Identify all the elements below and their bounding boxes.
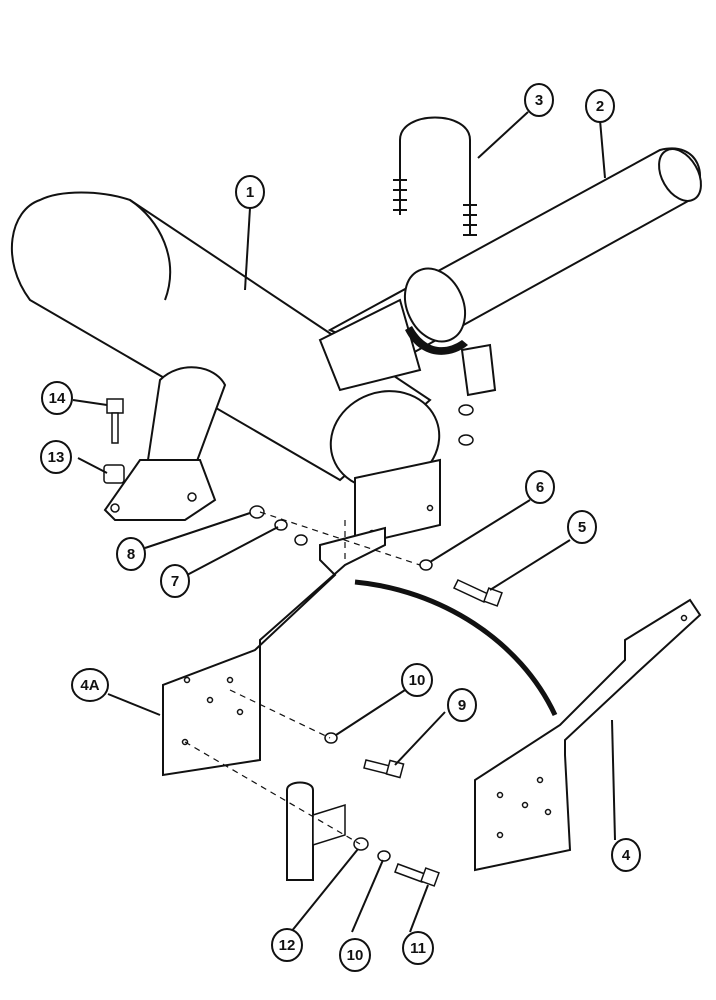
svg-text:7: 7: [171, 573, 179, 590]
elbow-pipe: [103, 366, 227, 521]
callout-1: 1: [235, 175, 265, 209]
bracket-4: [474, 598, 702, 872]
callout-8: 8: [116, 537, 146, 571]
svg-text:10: 10: [347, 947, 364, 964]
svg-text:8: 8: [127, 546, 135, 563]
svg-text:9: 9: [458, 697, 466, 714]
callout-2: 2: [585, 89, 615, 123]
svg-text:14: 14: [49, 390, 66, 407]
leader-lines: [72, 111, 616, 933]
capscrew-14: [106, 398, 124, 444]
u-bolt: [393, 116, 477, 236]
rotation-arrow: [354, 579, 558, 717]
clamp-nuts: [458, 404, 474, 446]
support-post: [286, 781, 346, 881]
muffler-mount-plate: [354, 458, 441, 547]
svg-text:5: 5: [578, 519, 586, 536]
fasteners-10-11-12: [353, 837, 440, 887]
svg-text:3: 3: [535, 92, 543, 109]
exhaust-pipe: [318, 147, 702, 392]
bracket-4a: [162, 526, 386, 777]
callout-13: 13: [40, 440, 72, 474]
callout-6: 6: [525, 470, 555, 504]
callout-3: 3: [524, 83, 554, 117]
svg-text:6: 6: [536, 479, 544, 496]
callout-5: 5: [567, 510, 597, 544]
callout-4a: 4A: [71, 668, 109, 702]
nut-13: [103, 464, 125, 484]
alignment-lines: [184, 511, 421, 845]
callout-10-upper: 10: [401, 663, 433, 697]
fasteners-5-6: [419, 559, 503, 607]
svg-text:2: 2: [596, 98, 604, 115]
svg-text:4A: 4A: [80, 677, 99, 694]
muffler: [10, 191, 441, 490]
callout-10-lower: 10: [339, 938, 371, 972]
callout-11: 11: [402, 931, 434, 965]
svg-text:12: 12: [279, 937, 296, 954]
svg-text:10: 10: [409, 672, 426, 689]
fasteners-9-10: [324, 732, 405, 779]
callout-7: 7: [160, 564, 190, 598]
svg-text:4: 4: [622, 847, 631, 864]
fasteners-7-8: [249, 505, 308, 546]
svg-text:11: 11: [410, 940, 426, 957]
callout-9: 9: [447, 688, 477, 722]
callout-12: 12: [271, 928, 303, 962]
callout-4: 4: [611, 838, 641, 872]
svg-text:13: 13: [48, 449, 65, 466]
callout-14: 14: [41, 381, 73, 415]
pipe-clamp: [403, 267, 497, 397]
svg-text:1: 1: [246, 184, 254, 201]
